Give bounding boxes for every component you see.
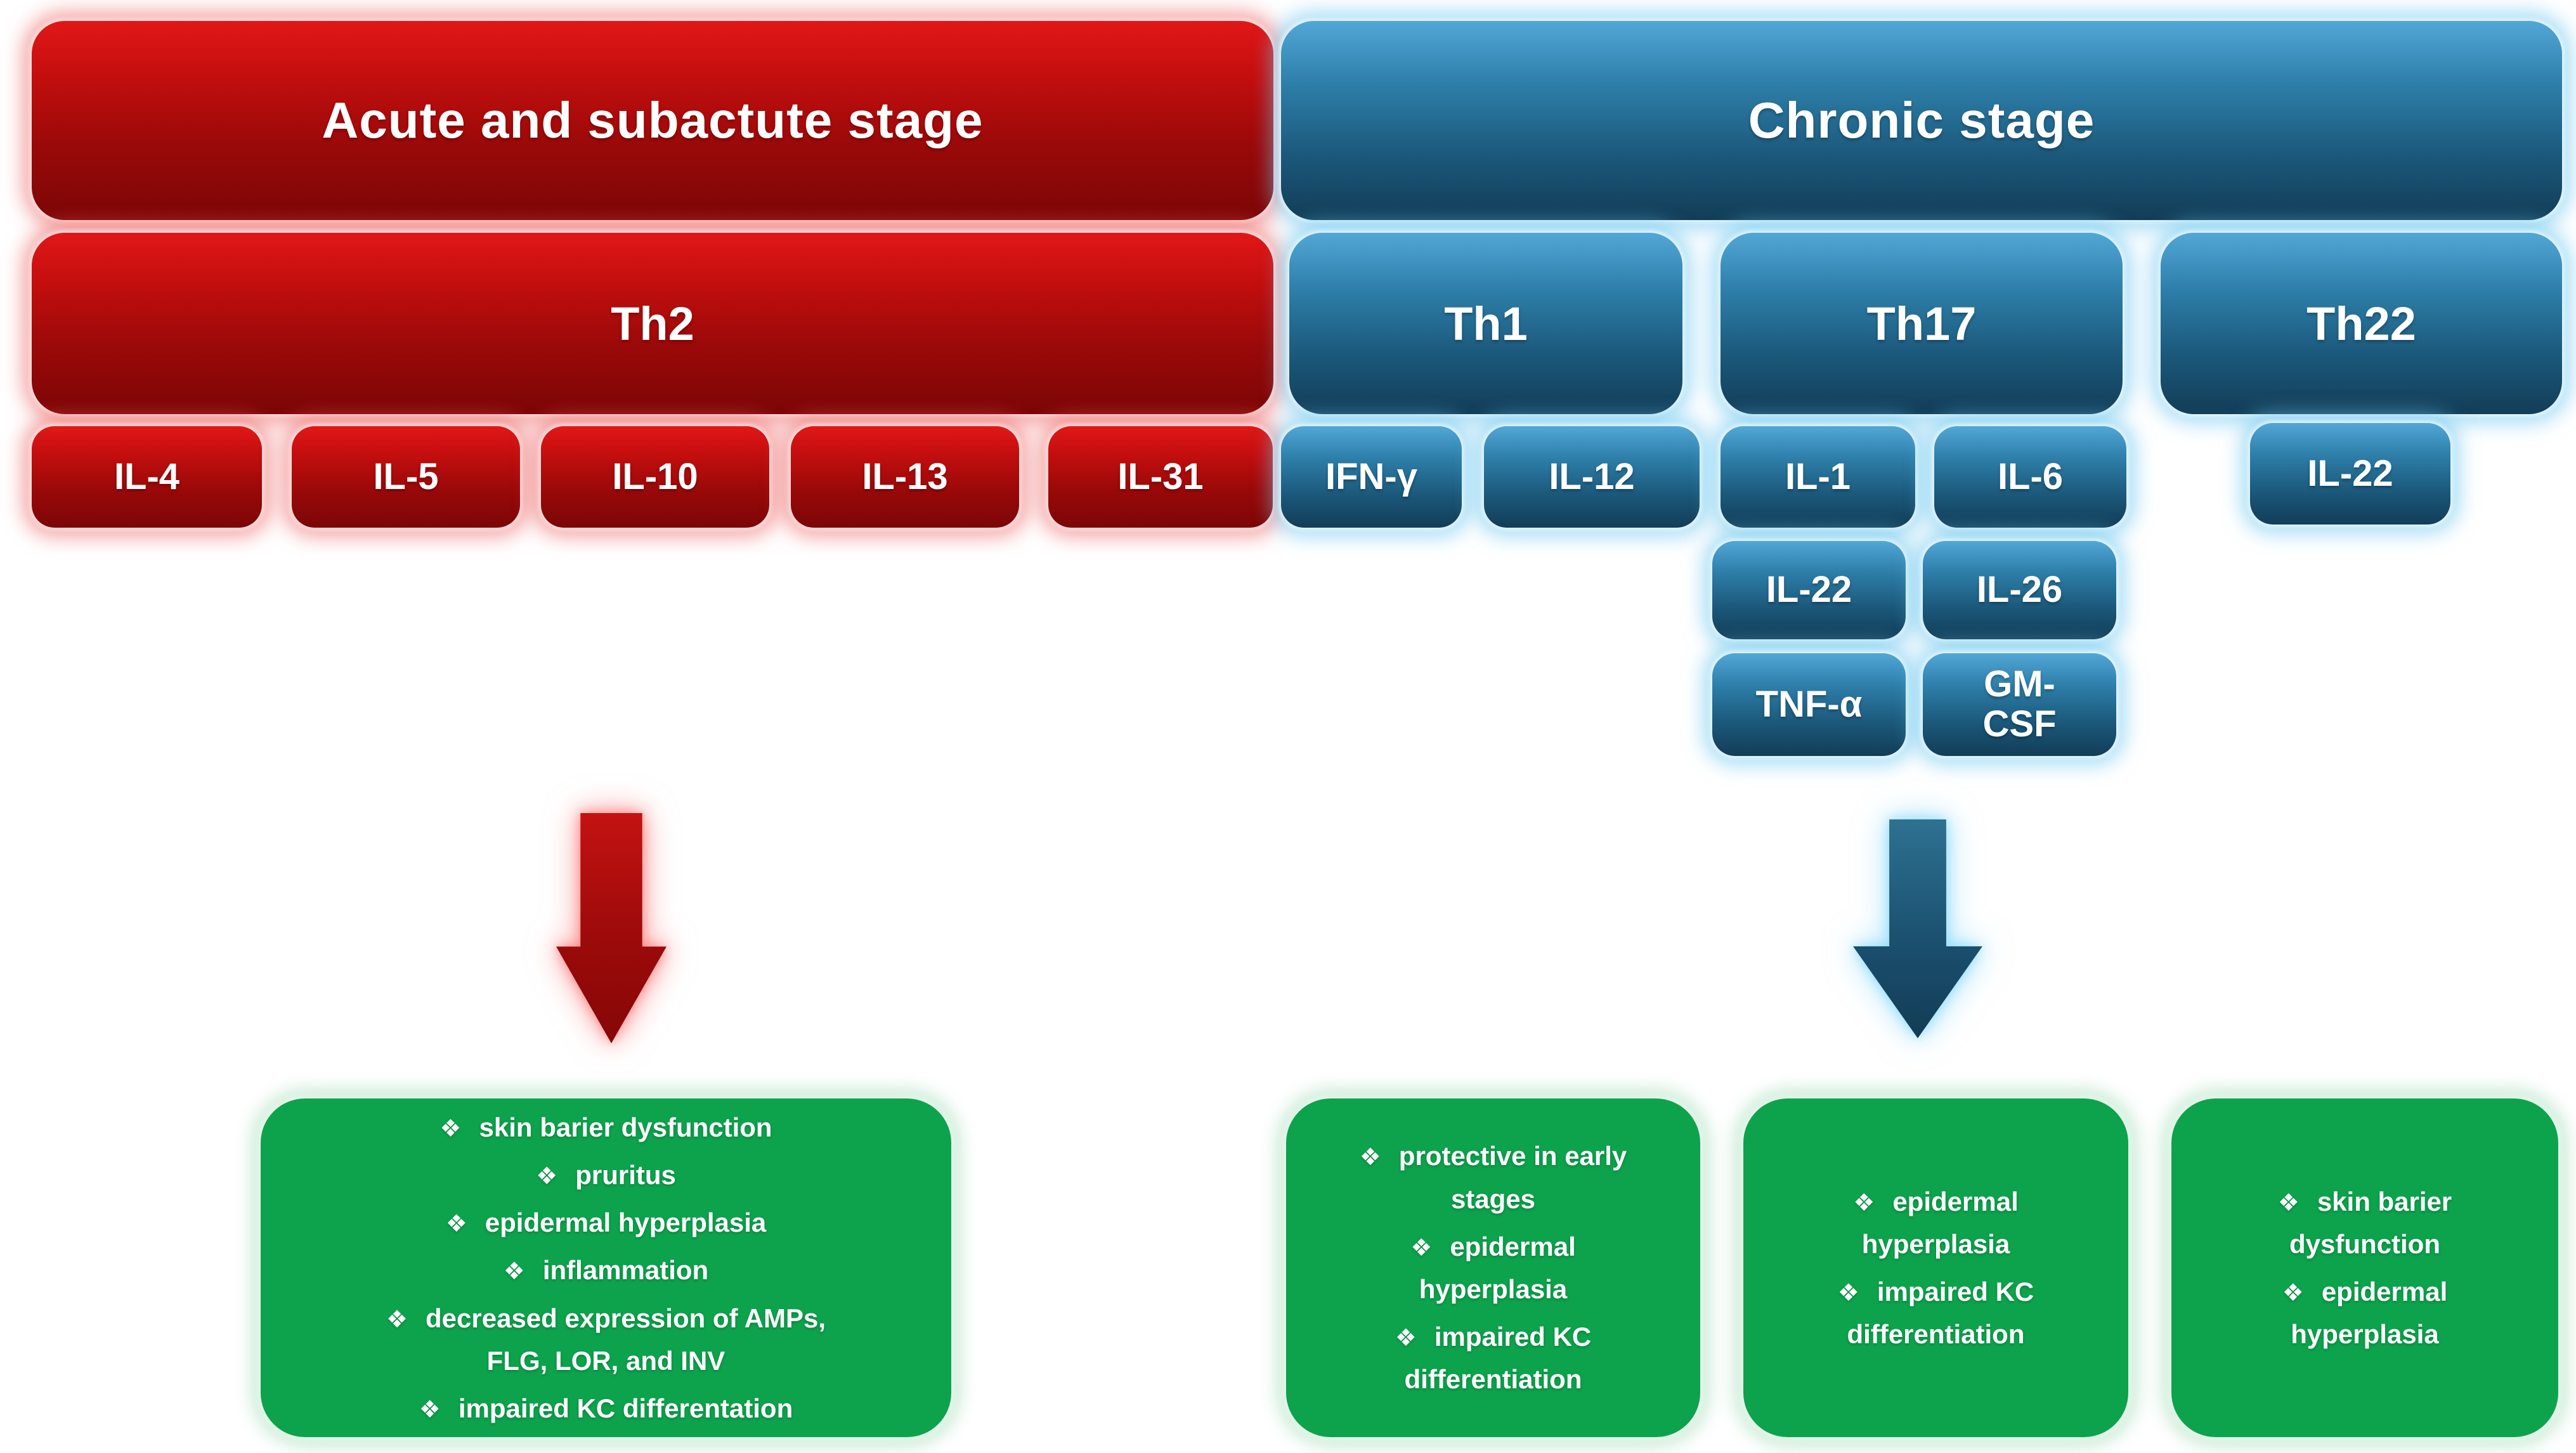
diamond-bullet-icon: ❖ — [439, 1115, 462, 1142]
outcome-item: ❖epidermal hyperplasia — [1353, 1225, 1634, 1310]
stage-header-acute-label: Acute and subactute stage — [322, 92, 984, 148]
cytokine-chip-ifng-label: IFN-γ — [1325, 455, 1417, 497]
diamond-bullet-icon: ❖ — [1359, 1144, 1381, 1171]
outcome-text: skin barier dysfunction — [2289, 1186, 2452, 1259]
diamond-bullet-icon: ❖ — [419, 1396, 441, 1423]
outcome-text: pruritus — [575, 1160, 676, 1190]
cell-th2: Th2 — [32, 233, 1273, 414]
cytokine-chip-il22-th22-label: IL-22 — [2307, 452, 2393, 494]
cytokine-chip-il12: IL-12 — [1484, 426, 1700, 528]
outcome-text: impaired KC differentiation — [1847, 1277, 2034, 1350]
cell-th17: Th17 — [1721, 233, 2123, 414]
cytokine-chip-tnfa: TNF-α — [1712, 653, 1906, 756]
cytokine-chip-il22-th17: IL-22 — [1712, 541, 1906, 639]
outcome-item: ❖impaired KC differentiation — [1353, 1315, 1634, 1400]
outcome-item: ❖ protective in early stages — [1353, 1135, 1634, 1220]
outcome-text: impaired KC differentiation — [1404, 1322, 1592, 1395]
outcome-item: ❖ decreased expression of AMPs, FLG, LOR,… — [381, 1297, 831, 1382]
cytokine-chip-il31: IL-31 — [1048, 426, 1273, 528]
diamond-bullet-icon: ❖ — [386, 1306, 408, 1333]
cytokine-chip-tnfa-label: TNF-α — [1755, 683, 1863, 725]
blue-down-arrow-shape — [1853, 819, 1982, 1038]
outcome-item: ❖epidermal hyperplasia — [1807, 1180, 2065, 1265]
cytokine-chip-il26-label: IL-26 — [1976, 569, 2063, 611]
diamond-bullet-icon: ❖ — [2282, 1280, 2304, 1306]
diamond-bullet-icon: ❖ — [1837, 1280, 1859, 1306]
cytokine-chip-il1: IL-1 — [1721, 426, 1915, 528]
outcome-text: impaired KC differentation — [458, 1393, 793, 1423]
outcome-box-th22: ❖skin barier dysfunction ❖epidermal hype… — [2171, 1098, 2558, 1437]
outcome-item: ❖ skin barier dysfunction — [439, 1106, 772, 1149]
stage-header-acute: Acute and subactute stage — [32, 21, 1273, 220]
cell-th17-label: Th17 — [1866, 297, 1977, 350]
cytokine-chip-il10-label: IL-10 — [612, 455, 698, 497]
cytokine-chip-il31-label: IL-31 — [1117, 455, 1204, 497]
cytokine-chip-il10: IL-10 — [541, 426, 769, 528]
cytokine-chip-il5-label: IL-5 — [373, 455, 439, 497]
outcome-text: inflammation — [542, 1255, 709, 1286]
diamond-bullet-icon: ❖ — [2277, 1189, 2300, 1216]
outcome-text: epidermal hyperplasia — [1861, 1186, 2019, 1259]
cytokine-chip-il6: IL-6 — [1934, 426, 2126, 528]
cytokine-chip-ifng: IFN-γ — [1281, 426, 1462, 528]
cytokine-chip-il4: IL-4 — [32, 426, 262, 528]
diamond-bullet-icon: ❖ — [503, 1258, 525, 1286]
outcome-box-th2: ❖ skin barier dysfunction ❖ pruritus ❖ epid… — [261, 1098, 951, 1437]
cytokine-chip-gmcsf: GM-CSF — [1923, 653, 2116, 756]
diamond-bullet-icon: ❖ — [1853, 1189, 1875, 1216]
outcome-item: ❖ inflammation — [504, 1249, 708, 1291]
cytokine-chip-il26: IL-26 — [1923, 541, 2116, 639]
diamond-bullet-icon: ❖ — [445, 1211, 467, 1238]
red-down-arrow-shape — [556, 813, 667, 1043]
stage-header-chronic: Chronic stage — [1281, 21, 2562, 220]
cell-th22: Th22 — [2161, 233, 2562, 414]
outcome-item: ❖impaired KC differentiation — [1807, 1270, 2065, 1355]
diamond-bullet-icon: ❖ — [536, 1163, 558, 1190]
outcome-box-th1: ❖protective in early stages ❖epidermal h… — [1286, 1098, 1700, 1437]
diamond-bullet-icon: ❖ — [1410, 1234, 1433, 1261]
cytokine-chip-il12-label: IL-12 — [1549, 455, 1635, 497]
cytokine-chip-il13-label: IL-13 — [862, 455, 948, 497]
outcome-item: ❖ pruritus — [536, 1154, 676, 1196]
blue-down-arrow-icon — [1853, 819, 1982, 1038]
outcome-item: ❖epidermal hyperplasia — [2228, 1270, 2501, 1355]
cytokine-chip-il22-th22: IL-22 — [2250, 423, 2450, 525]
cytokine-chip-il13: IL-13 — [791, 426, 1019, 528]
cytokine-chip-gmcsf-label: GM-CSF — [1982, 663, 2057, 745]
cell-th1-label: Th1 — [1444, 297, 1528, 350]
outcome-item: ❖skin barier dysfunction — [2228, 1180, 2501, 1265]
cytokine-chip-il5: IL-5 — [292, 426, 520, 528]
cell-th22-label: Th22 — [2306, 297, 2416, 350]
outcome-text: epidermal hyperplasia — [1419, 1231, 1576, 1304]
cytokine-chip-il6-label: IL-6 — [1997, 455, 2064, 497]
outcome-text: decreased expression of AMPs, FLG, LOR, … — [426, 1303, 826, 1376]
outcome-text: epidermal hyperplasia — [485, 1208, 767, 1238]
cell-th1: Th1 — [1289, 233, 1682, 414]
outcome-item: ❖ impaired KC differentation — [419, 1387, 793, 1430]
outcome-box-th17: ❖epidermal hyperplasia ❖impaired KC diff… — [1743, 1098, 2128, 1437]
cytokine-chip-il22-th17-label: IL-22 — [1766, 569, 1852, 611]
outcome-item: ❖ epidermal hyperplasia — [446, 1201, 767, 1244]
red-down-arrow-icon — [556, 813, 667, 1043]
cytokine-chip-il1-label: IL-1 — [1785, 455, 1851, 497]
cell-th2-label: Th2 — [611, 297, 694, 350]
stage-header-chronic-label: Chronic stage — [1748, 92, 2095, 148]
outcome-text: skin barier dysfunction — [479, 1112, 772, 1142]
outcome-text: epidermal hyperplasia — [2291, 1277, 2448, 1350]
outcome-text: protective in early stages — [1398, 1141, 1627, 1214]
diamond-bullet-icon: ❖ — [1395, 1325, 1417, 1352]
cytokine-chip-il4-label: IL-4 — [114, 455, 180, 497]
